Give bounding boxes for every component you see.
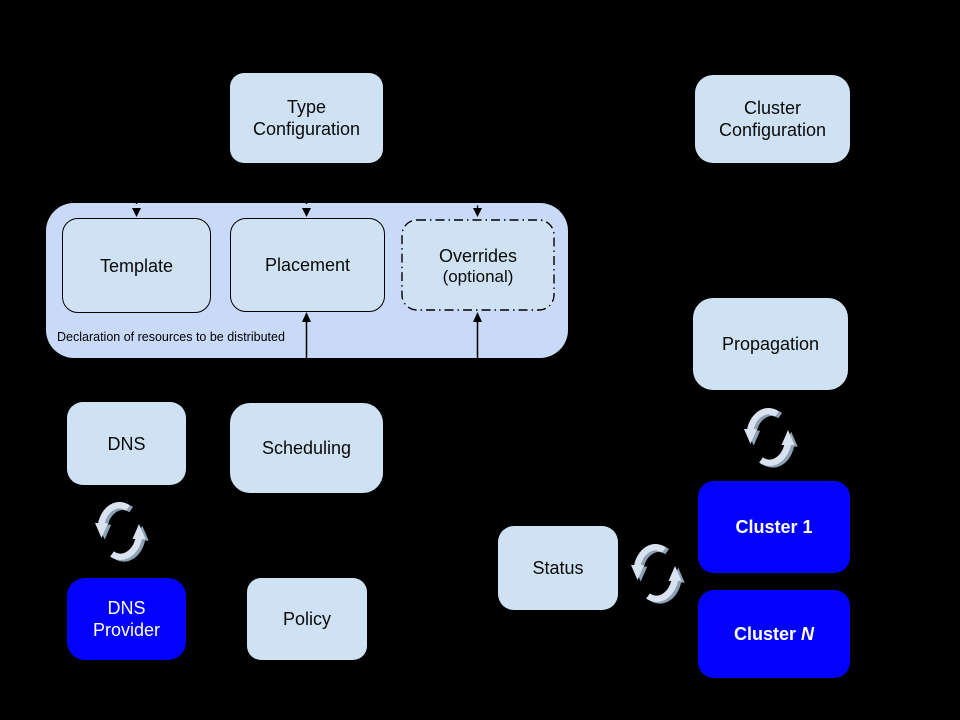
node-label: Provider [92, 620, 161, 640]
node-label: Cluster 1 [735, 517, 813, 537]
node-label: Type [286, 97, 327, 117]
node-sublabel: (optional) [442, 266, 514, 286]
node-status: Status [498, 526, 618, 610]
node-policy: Policy [247, 578, 367, 660]
node-dns-provider: DNS Provider [67, 578, 186, 660]
cluster-n-prefix: Cluster [733, 624, 802, 644]
node-propagation: Propagation [693, 298, 848, 390]
node-label: Placement [264, 255, 351, 275]
sync-icon-status [631, 547, 685, 600]
node-label: Propagation [721, 334, 820, 354]
node-cluster-configuration: Cluster Configuration [695, 75, 850, 163]
cluster-n-suffix: N [801, 624, 815, 644]
node-label: DNS [107, 598, 146, 618]
node-cluster-n: Cluster N [698, 590, 850, 678]
node-scheduling: Scheduling [230, 403, 383, 493]
group-caption: Declaration of resources to be distribut… [57, 330, 285, 344]
sync-icon-propagation [744, 411, 798, 464]
node-label: Status [532, 558, 584, 578]
node-label: Cluster [743, 98, 801, 118]
node-template: Template [62, 218, 211, 313]
node-type-configuration: Type Configuration [230, 73, 383, 163]
node-label: Policy [282, 609, 331, 629]
overrides-dashdot-border [401, 219, 555, 311]
node-label: DNS [107, 433, 146, 454]
node-overrides: Overrides (optional) [401, 219, 555, 311]
node-label: Overrides [438, 245, 518, 266]
node-label: Cluster N [734, 623, 814, 645]
node-dns: DNS [67, 402, 186, 485]
sync-icon-dns [95, 505, 149, 558]
node-placement: Placement [230, 218, 385, 312]
node-label: Configuration [718, 120, 827, 140]
node-label: Template [99, 255, 174, 276]
node-cluster-1: Cluster 1 [698, 481, 850, 573]
node-label: Configuration [252, 119, 361, 139]
node-label: Scheduling [261, 438, 352, 458]
